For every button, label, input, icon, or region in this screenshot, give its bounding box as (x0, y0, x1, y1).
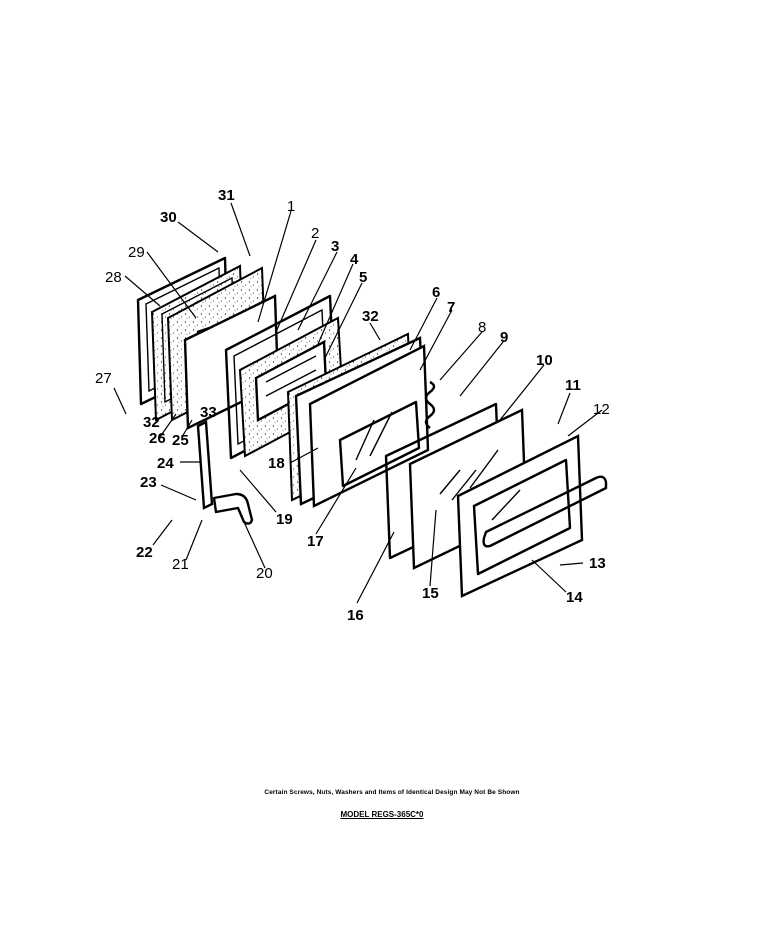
callout-3: 3 (331, 238, 339, 255)
part-7-inner-panel (308, 344, 430, 508)
callout-9: 9 (500, 329, 508, 346)
callout-6: 6 (432, 284, 440, 301)
leader-lines (113, 202, 603, 604)
callout-19: 19 (276, 511, 293, 528)
callout-26: 26 (149, 430, 166, 447)
callout-32-left: 32 (143, 414, 160, 431)
callout-15: 15 (422, 585, 439, 602)
callout-labels: 1 2 3 4 5 6 7 8 9 10 11 12 13 14 15 16 1… (95, 187, 610, 624)
callout-29: 29 (128, 244, 145, 261)
callout-8: 8 (478, 319, 486, 336)
callout-13: 13 (589, 555, 606, 572)
callout-1: 1 (287, 198, 295, 215)
callout-21: 21 (172, 556, 189, 573)
part-14-handle (482, 475, 608, 548)
callout-5: 5 (359, 269, 367, 286)
callout-14: 14 (566, 589, 583, 606)
callout-17: 17 (307, 533, 324, 550)
callout-24: 24 (157, 455, 174, 472)
callout-32-center: 32 (362, 308, 379, 325)
callout-22: 22 (136, 544, 153, 561)
callout-27: 27 (95, 370, 112, 387)
callout-23: 23 (140, 474, 157, 491)
part-8-clip (424, 380, 436, 429)
callout-12: 12 (593, 401, 610, 418)
callout-28: 28 (105, 269, 122, 286)
diagram-footnote: Certain Screws, Nuts, Washers and Items … (264, 789, 520, 796)
callout-11: 11 (565, 377, 581, 394)
callout-25: 25 (172, 432, 189, 449)
callout-10: 10 (536, 352, 553, 369)
callout-18: 18 (268, 455, 285, 472)
callout-33: 33 (200, 404, 217, 421)
callout-20: 20 (256, 565, 273, 582)
callout-4: 4 (350, 251, 359, 268)
callout-30: 30 (160, 209, 177, 226)
callout-7: 7 (447, 299, 455, 316)
callout-16: 16 (347, 607, 364, 624)
model-label: MODEL REGS-365C*0 (340, 810, 424, 819)
callout-2: 2 (311, 225, 319, 242)
callout-31: 31 (218, 187, 235, 204)
